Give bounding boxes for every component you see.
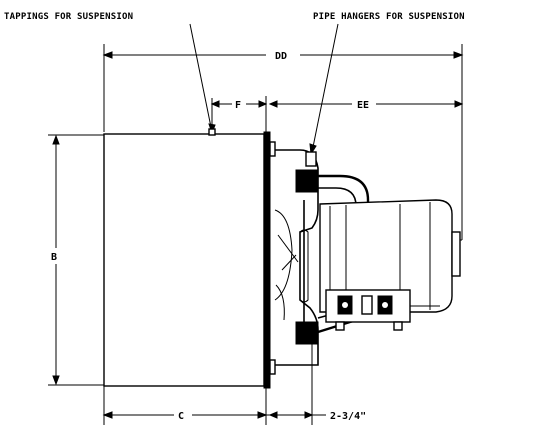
- terminal-left-screw: [342, 302, 348, 308]
- heater-casing: [103, 133, 265, 387]
- dimension-dd: [102, 44, 464, 240]
- pipe-coupling-bottom: [295, 321, 319, 345]
- terminal-center: [361, 295, 373, 315]
- flange-bolt-top: [269, 141, 276, 157]
- dd-arrow-right: [453, 51, 464, 59]
- label-pipe-hangers-for-suspension: PIPE HANGERS FOR SUSPENSION: [313, 12, 465, 22]
- terminal-right-screw: [382, 302, 388, 308]
- dimension-ee: [265, 96, 464, 132]
- dimension-f-label: F: [235, 100, 241, 111]
- motor-foot-right: [393, 321, 403, 331]
- flange-bolt-bottom: [269, 359, 276, 375]
- back-flange: [263, 131, 271, 389]
- dimension-b-label: B: [51, 252, 57, 263]
- dimension-c-label: C: [178, 411, 184, 422]
- dimension-two-three-quarter-label: 2-3/4": [330, 411, 366, 422]
- pipe-hanger-top: [305, 151, 317, 167]
- motor-piping-assembly: [274, 149, 462, 366]
- dimension-b: [48, 134, 104, 386]
- motor-end-cap: [451, 231, 461, 277]
- motor-foot-left: [335, 321, 345, 331]
- suspension-tapping: [208, 128, 216, 136]
- dimension-two-three-quarter: [266, 335, 326, 425]
- dimension-ee-label: EE: [357, 100, 369, 111]
- label-tappings-for-suspension: TAPPINGS FOR SUSPENSION: [4, 12, 133, 22]
- dimension-f: [210, 98, 268, 132]
- leader-tappings: [189, 23, 216, 135]
- dimension-c: [102, 385, 268, 425]
- leader-pipe-hangers: [309, 23, 339, 156]
- motor-body: [319, 199, 453, 313]
- pipe-coupling-top: [295, 169, 319, 193]
- dimension-dd-label: DD: [275, 51, 287, 62]
- dd-arrow-left: [102, 51, 113, 59]
